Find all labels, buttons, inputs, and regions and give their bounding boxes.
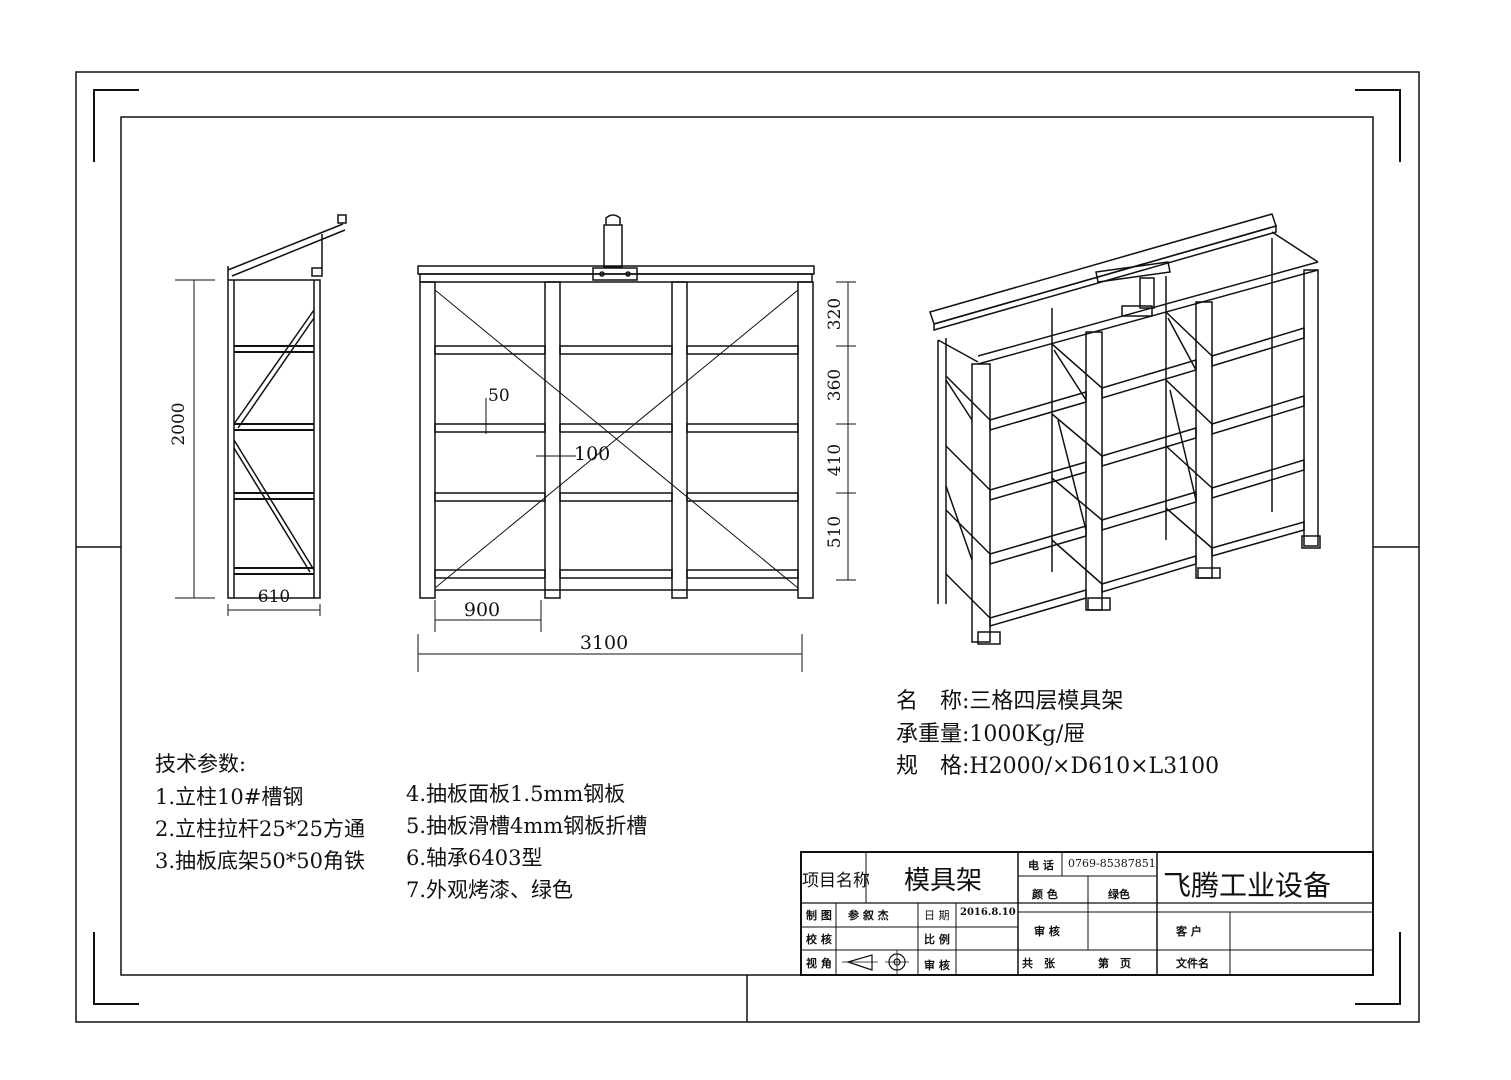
spec-load: 承重量:1000Kg/屉 xyxy=(896,723,1085,747)
spec-size: 规 格:H2000/×D610×L3100 xyxy=(896,755,1219,779)
dim-front-width: 3100 xyxy=(580,632,628,654)
dim-post-spacing: 100 xyxy=(574,443,610,465)
tb-drawn-value: 参 叙 杰 xyxy=(848,909,889,922)
spec-name-label: 名 称: xyxy=(896,689,970,714)
spec-size-value: H2000/×D610×L3100 xyxy=(969,754,1220,779)
tech-item-4: 4.抽板面板1.5mm钢板 xyxy=(406,782,626,806)
tb-sheet-label: 第 页 xyxy=(1098,957,1131,970)
tb-audit-label: 审 核 xyxy=(924,959,950,972)
tb-file-label: 文件名 xyxy=(1176,957,1209,970)
spec-name: 名 称:三格四层模具架 xyxy=(896,690,1123,714)
tb-project-label: 项目名称 xyxy=(802,871,870,891)
tech-heading: 技术参数: xyxy=(155,752,247,776)
spec-size-label: 规 格: xyxy=(896,754,970,779)
dim-side-depth: 610 xyxy=(258,587,290,607)
tb-color-label: 颜 色 xyxy=(1032,888,1058,901)
tb-phone-label: 电 话 xyxy=(1028,859,1054,872)
tb-company: 飞腾工业设备 xyxy=(1163,869,1332,902)
tb-customer-label: 客 户 xyxy=(1176,925,1202,938)
dim-side-height: 2000 xyxy=(169,402,189,445)
tb-date-label: 日 期 xyxy=(924,909,950,922)
isometric-view xyxy=(929,213,1321,645)
tb-color-value: 绿色 xyxy=(1108,888,1130,901)
dim-level-4: 510 xyxy=(825,516,845,548)
dim-level-2: 360 xyxy=(825,369,845,401)
tb-sheets-label: 共 张 xyxy=(1022,957,1055,970)
spec-load-label: 承重量: xyxy=(896,722,970,747)
title-block-grid xyxy=(800,851,1374,976)
side-view xyxy=(175,214,347,616)
tb-check-label: 校 核 xyxy=(806,933,832,946)
tb-scale-label: 比 例 xyxy=(924,933,950,946)
dim-post-width: 50 xyxy=(488,386,510,406)
tech-item-7: 7.外观烤漆、绿色 xyxy=(406,878,574,902)
tech-item-6: 6.轴承6403型 xyxy=(406,846,543,870)
dim-level-1: 320 xyxy=(825,298,845,330)
front-view xyxy=(417,214,856,672)
spec-load-value: 1000Kg/屉 xyxy=(969,722,1086,747)
tech-item-5: 5.抽板滑槽4mm钢板折槽 xyxy=(406,814,648,838)
tb-view-label: 视 角 xyxy=(806,957,832,970)
tech-item-3: 3.抽板底架50*50角铁 xyxy=(155,849,365,873)
tech-item-1: 1.立柱10#槽钢 xyxy=(155,785,304,809)
tb-date-value: 2016.8.10 xyxy=(960,907,1016,918)
spec-name-value: 三格四层模具架 xyxy=(969,689,1124,714)
tb-review-label: 审 核 xyxy=(1034,925,1060,938)
tb-drawn-label: 制 图 xyxy=(806,909,832,922)
tech-item-2: 2.立柱拉杆25*25方通 xyxy=(155,817,365,841)
dim-bay-width: 900 xyxy=(464,599,500,621)
tb-project-value: 模具架 xyxy=(904,866,983,896)
dim-level-3: 410 xyxy=(825,444,845,476)
tb-phone-value: 0769-85387851 xyxy=(1068,857,1156,870)
